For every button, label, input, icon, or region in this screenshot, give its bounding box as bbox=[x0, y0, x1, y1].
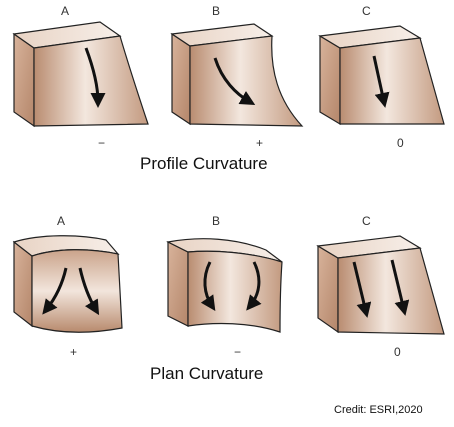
profile-block-c bbox=[318, 25, 445, 126]
flow-arrow-icon bbox=[372, 55, 390, 108]
flow-arrow-icon bbox=[84, 47, 106, 108]
flow-arrow-icon bbox=[390, 259, 410, 316]
flow-arrow-icon bbox=[42, 267, 68, 315]
profile-label-c: C bbox=[362, 4, 371, 18]
plan-sign-c: 0 bbox=[394, 345, 401, 359]
profile-block-b bbox=[170, 23, 304, 127]
plan-sign-b: − bbox=[234, 345, 242, 359]
profile-sign-b: + bbox=[256, 136, 264, 150]
plan-block-b bbox=[166, 238, 283, 333]
plan-sign-a: + bbox=[70, 345, 78, 359]
plan-block-a bbox=[12, 235, 123, 333]
credit-text: Credit: ESRI,2020 bbox=[334, 404, 423, 416]
plan-block-c bbox=[316, 235, 445, 335]
flow-arrow-icon bbox=[200, 261, 216, 311]
plan-label-b: B bbox=[212, 214, 221, 228]
flow-arrow-icon bbox=[78, 267, 100, 316]
profile-label-b: B bbox=[212, 4, 221, 18]
plan-label-c: C bbox=[362, 214, 371, 228]
profile-sign-c: 0 bbox=[397, 136, 404, 150]
profile-sign-a: − bbox=[98, 136, 106, 150]
profile-block-a bbox=[12, 21, 149, 128]
flow-arrow-icon bbox=[213, 57, 256, 105]
flow-arrow-icon bbox=[352, 261, 372, 318]
plan-label-a: A bbox=[57, 214, 66, 228]
profile-caption: Profile Curvature bbox=[140, 154, 268, 173]
plan-caption: Plan Curvature bbox=[150, 364, 264, 383]
profile-label-a: A bbox=[61, 4, 70, 18]
flow-arrow-icon bbox=[246, 261, 262, 311]
